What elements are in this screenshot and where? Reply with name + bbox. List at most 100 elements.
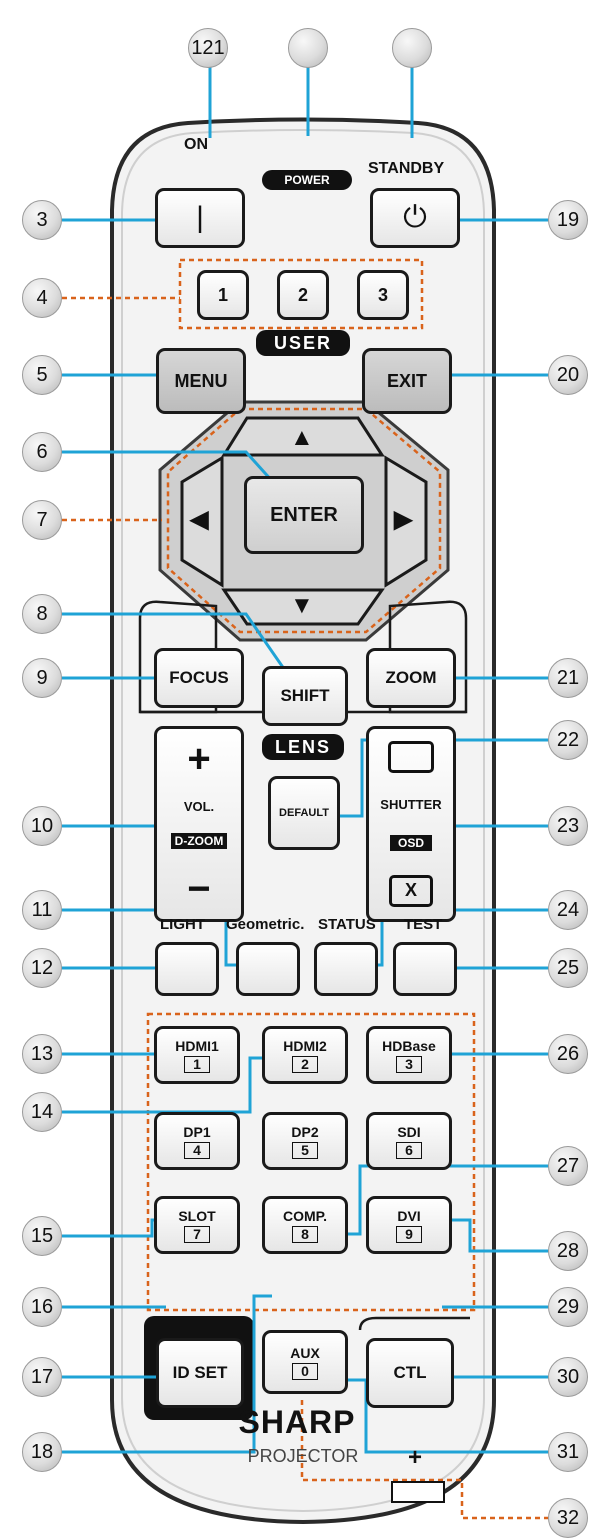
vol-label: VOL. (183, 798, 215, 814)
up-arrow-icon[interactable]: ▲ (290, 424, 314, 451)
callout-4: 4 (22, 278, 62, 318)
shift-button[interactable]: SHIFT (262, 666, 348, 726)
hdbaset-label: HDBase (382, 1037, 436, 1054)
ctl-panel-outline (358, 1316, 470, 1331)
standby-button[interactable]: ⏻ (370, 188, 460, 248)
focus-button[interactable]: FOCUS (154, 648, 244, 708)
test-button[interactable] (393, 942, 457, 996)
dvi-label: DVI (397, 1207, 421, 1224)
user-buttons-outline (178, 258, 424, 330)
shift-label: SHIFT (265, 669, 345, 723)
ctl-label: CTL (369, 1341, 451, 1405)
focus-label: FOCUS (157, 651, 241, 705)
sdi-label: SDI (397, 1123, 421, 1140)
battery-symbol (391, 1481, 445, 1503)
nav-left-segment (180, 455, 224, 588)
right-arrow-icon[interactable]: ▶ (394, 506, 413, 533)
callout-23: 23 (548, 806, 588, 846)
id-set-button[interactable]: ID SET (156, 1338, 244, 1408)
default-label: DEFAULT (271, 779, 337, 847)
user1-button[interactable]: 1 (197, 270, 249, 320)
dp2-label: DP2 (291, 1123, 319, 1140)
callout-21: 21 (548, 658, 588, 698)
test-label: TEST (404, 916, 443, 933)
projector-label: PROJECTOR (247, 1446, 359, 1466)
comp-button[interactable]: COMP.8 (262, 1196, 348, 1254)
standby-icon: ⏻ (373, 191, 457, 245)
left-arrow-icon[interactable]: ◀ (190, 506, 209, 533)
ctl-button[interactable]: CTL (366, 1338, 454, 1408)
down-arrow-icon[interactable]: ▼ (290, 592, 314, 619)
light-button[interactable] (155, 942, 219, 996)
callout-3: 3 (22, 200, 62, 240)
callout-30: 30 (548, 1357, 588, 1397)
user2-button[interactable]: 2 (277, 270, 329, 320)
callout-27: 27 (548, 1146, 588, 1186)
callout-31: 31 (548, 1432, 588, 1472)
hdmi2-number: 2 (292, 1055, 318, 1073)
exit-label: EXIT (365, 351, 449, 411)
user-badge: USER (256, 330, 350, 356)
nav-right-segment (384, 455, 428, 588)
standby-label: STANDBY (368, 160, 445, 177)
menu-button[interactable]: MENU (156, 348, 246, 414)
user2-label: 2 (280, 273, 326, 317)
callout-13: 13 (22, 1034, 62, 1074)
vol-plus-icon[interactable]: + (187, 737, 211, 781)
zoom-button[interactable]: ZOOM (366, 648, 456, 708)
exit-button[interactable]: EXIT (362, 348, 452, 414)
dashed-leaders (62, 296, 548, 1520)
callout-25: 25 (548, 948, 588, 988)
callout-12: 12 (22, 948, 62, 988)
user3-button[interactable]: 3 (357, 270, 409, 320)
callout-11: 11 (22, 890, 62, 930)
input-buttons-outline (146, 1012, 476, 1312)
callout-1: 121 (188, 28, 228, 68)
callout-18: 18 (22, 1432, 62, 1472)
comp-number: 8 (292, 1225, 318, 1243)
on-button[interactable]: | (155, 188, 245, 248)
shutter-osd-rocker[interactable]: SHUTTER OSD X (366, 726, 456, 922)
power-badge: POWER (262, 170, 352, 190)
callout-15: 15 (22, 1216, 62, 1256)
slot-label: SLOT (178, 1207, 216, 1224)
geometric-button[interactable] (236, 942, 300, 996)
dp1-label: DP1 (183, 1123, 211, 1140)
vol-minus-icon[interactable]: − (187, 866, 211, 911)
test-button-face (396, 945, 454, 993)
default-button[interactable]: DEFAULT (268, 776, 340, 850)
vol-dzoom-rocker[interactable]: + VOL. D-ZOOM − (154, 726, 244, 922)
status-button[interactable] (314, 942, 378, 996)
sharp-logo: SHARP (238, 1404, 356, 1440)
callout-26: 26 (548, 1034, 588, 1074)
comp-label: COMP. (282, 1207, 328, 1224)
shutter-rocker-face: SHUTTER OSD X (369, 729, 453, 919)
sdi-number: 6 (396, 1141, 422, 1159)
aux-label: AUX (290, 1344, 320, 1361)
user1-label: 1 (200, 273, 246, 317)
callout-20: 20 (548, 355, 588, 395)
callout-29: 29 (548, 1287, 588, 1327)
dvi-number: 9 (396, 1225, 422, 1243)
battery-plus-label: + (408, 1444, 423, 1471)
enter-button[interactable]: ENTER (244, 476, 364, 554)
callout-17: 17 (22, 1357, 62, 1397)
shutter-open-icon[interactable] (388, 741, 434, 773)
callout-8: 8 (22, 594, 62, 634)
shutter-close-icon[interactable]: X (389, 874, 433, 907)
vol-rocker-face: + VOL. D-ZOOM − (157, 729, 241, 919)
